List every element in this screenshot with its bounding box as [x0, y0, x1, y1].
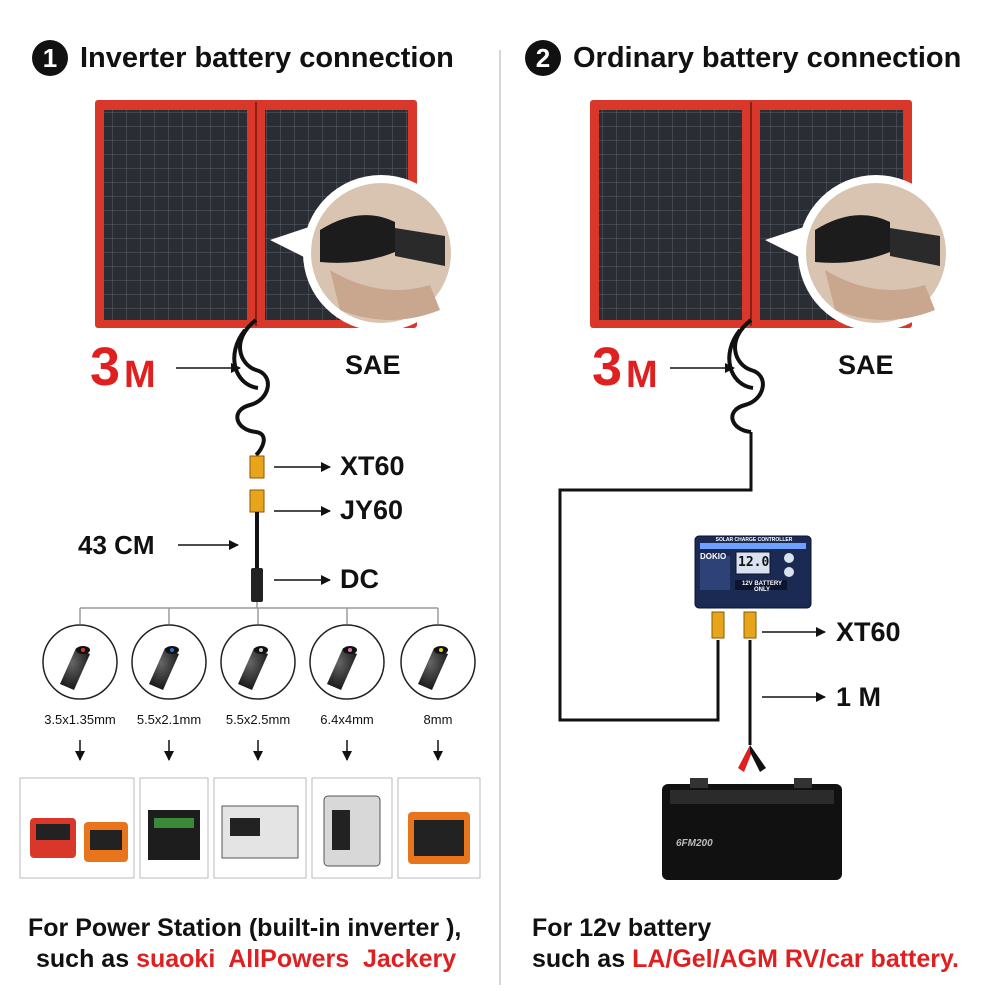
heading-right: 2 Ordinary battery connection: [525, 40, 961, 76]
footer-left-brands: suaoki AllPowers Jackery: [136, 945, 457, 973]
tip-size-label: 3.5x1.35mm: [44, 712, 116, 727]
cable-43cm-label: 43 CM: [78, 530, 155, 560]
battery-clamps: [738, 745, 766, 772]
tip-size-label: 5.5x2.1mm: [136, 712, 202, 727]
xt60-connector-left: [249, 455, 265, 479]
battery-brand: 6FM200: [676, 838, 713, 849]
heading-right-title: Ordinary battery connection: [573, 41, 962, 74]
length-unit-left: M: [124, 354, 156, 396]
length-number-left: 3: [90, 337, 121, 397]
dc-plug: [251, 568, 263, 602]
dc-tip-adapter: [131, 624, 207, 700]
wire-panel-to-controller: [558, 432, 753, 722]
tip-size-label: 6.4x4mm: [320, 712, 374, 727]
cable-1m-label: 1 M: [836, 682, 882, 712]
tip-size-label: 5.5x2.5mm: [225, 712, 291, 727]
xt60-connector-right-b: [743, 611, 757, 639]
length-unit-right: M: [626, 354, 658, 396]
cable-length-right: 3 M: [592, 340, 658, 394]
sae-connector-closeup-left: [270, 175, 459, 331]
sae-label-left: SAE: [345, 350, 401, 380]
footer-left: For Power Station (built-in inverter ), …: [28, 913, 461, 975]
jy60-connector-left: [249, 489, 265, 513]
footer-left-line2: such as suaoki AllPowers Jackery: [28, 944, 461, 975]
battery-12v: [662, 778, 842, 880]
footer-left-line1: For Power Station (built-in inverter ),: [28, 914, 462, 942]
heading-left: 1 Inverter battery connection: [32, 40, 454, 76]
coiled-cable-left: [232, 318, 270, 457]
length-number-right: 3: [592, 337, 623, 397]
footer-right: For 12v battery such as LA/Gel/AGM RV/ca…: [532, 913, 959, 975]
controller-brand: DOKIO: [700, 552, 727, 561]
step-1-badge: 1: [32, 40, 68, 76]
controller-display: 12.0: [738, 555, 770, 570]
coiled-cable-right: [727, 318, 765, 434]
tip-arrows: [75, 740, 443, 761]
charge-controller: [694, 535, 812, 609]
controller-battery-note: 12V BATTERY ONLY: [741, 581, 782, 593]
tip-size-label: 8mm: [423, 712, 453, 727]
dc-tip-adapter: [400, 624, 476, 700]
footer-right-prefix: such as: [532, 945, 626, 973]
dc-label: DC: [340, 564, 379, 594]
tip-bracket: [79, 602, 439, 624]
footer-right-types: LA/Gel/AGM RV/car battery.: [632, 945, 960, 973]
xt60-label-left: XT60: [340, 451, 405, 481]
footer-left-prefix: such as: [36, 945, 130, 973]
controller-header: SOLAR CHARGE CONTROLLER: [715, 537, 793, 543]
dc-tip-adapter: [220, 624, 296, 700]
heading-left-title: Inverter battery connection: [80, 41, 454, 74]
cable-length-left: 3 M: [90, 340, 156, 394]
sae-connector-closeup-right: [765, 175, 954, 331]
xt60-connector-right-a: [711, 611, 725, 639]
dc-tip-adapters: [42, 624, 476, 700]
sae-label-right: SAE: [838, 350, 894, 380]
step-2-badge: 2: [525, 40, 561, 76]
footer-right-line1: For 12v battery: [532, 914, 712, 942]
power-station-images: [19, 777, 481, 879]
xt60-label-right: XT60: [836, 617, 901, 647]
jy60-label: JY60: [340, 495, 404, 525]
dc-tip-adapter: [309, 624, 385, 700]
dc-tip-adapter: [42, 624, 118, 700]
footer-right-line2: such as LA/Gel/AGM RV/car battery.: [532, 944, 959, 975]
